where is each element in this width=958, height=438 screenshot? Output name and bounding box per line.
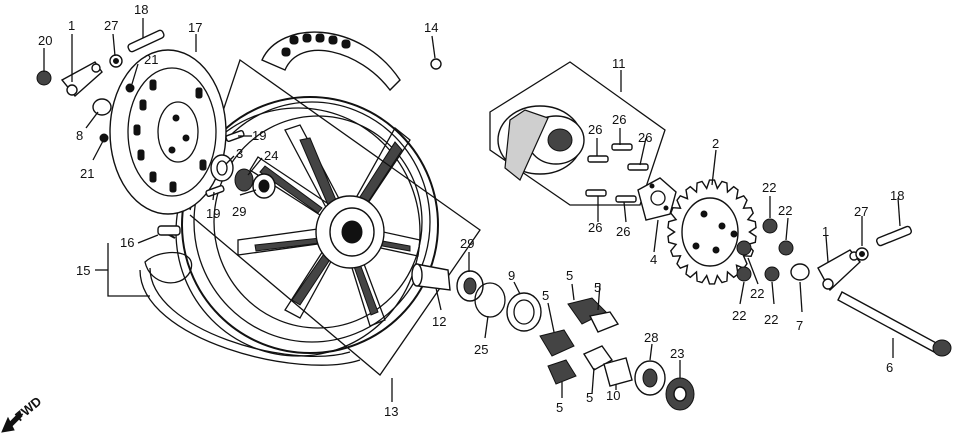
label-part-17: 17 [188, 20, 202, 35]
label-part-5b: 5 [594, 280, 601, 295]
part-labels: 20 1 27 18 17 21 8 21 14 19 3 24 29 19 1… [38, 2, 904, 419]
label-part-7: 7 [796, 318, 803, 333]
label-part-26a: 26 [588, 122, 602, 137]
label-part-26b: 26 [612, 112, 626, 127]
label-part-11: 11 [612, 56, 626, 71]
drive-sprocket [667, 179, 757, 285]
label-part-26d: 26 [588, 220, 602, 235]
label-part-27b: 27 [854, 204, 868, 219]
label-part-25: 25 [474, 342, 488, 357]
label-part-6: 6 [886, 360, 893, 375]
label-part-5c: 5 [542, 288, 549, 303]
label-part-5a: 5 [566, 268, 573, 283]
label-part-18b: 18 [890, 188, 904, 203]
label-part-9: 9 [508, 268, 515, 283]
label-part-16: 16 [120, 235, 134, 250]
rear-axle [837, 291, 952, 357]
left-adjuster-group [36, 29, 442, 143]
label-part-15: 15 [76, 263, 90, 278]
label-part-26c: 26 [638, 130, 652, 145]
label-part-21: 21 [144, 52, 158, 67]
label-part-12: 12 [432, 314, 446, 329]
label-part-22c: 22 [750, 286, 764, 301]
label-part-14: 14 [424, 20, 438, 35]
sprocket-carrier [489, 61, 666, 206]
label-part-29b: 29 [460, 236, 474, 251]
right-adjuster-group [790, 225, 912, 292]
sprocket-nuts [736, 218, 794, 282]
hub-parts-right [411, 263, 695, 411]
label-part-4: 4 [650, 252, 657, 267]
damper-plate [637, 177, 677, 221]
label-part-26e: 26 [616, 224, 630, 239]
label-part-3: 3 [236, 146, 243, 161]
label-part-22d: 22 [732, 308, 746, 323]
label-part-21b: 21 [80, 166, 94, 181]
label-part-24: 24 [264, 148, 278, 163]
label-part-5d: 5 [556, 400, 563, 415]
fwd-label: FWD [12, 394, 44, 425]
label-part-13: 13 [384, 404, 398, 419]
label-part-8: 8 [76, 128, 83, 143]
label-part-22a: 22 [762, 180, 776, 195]
label-part-20: 20 [38, 33, 52, 48]
label-part-29: 29 [232, 204, 246, 219]
hub-bearings-left [205, 129, 276, 199]
label-part-27: 27 [104, 18, 118, 33]
label-part-1: 1 [68, 18, 75, 33]
label-part-10: 10 [606, 388, 620, 403]
leader-lines [43, 18, 901, 402]
tire-tread [261, 31, 401, 92]
brake-disc [109, 49, 227, 215]
label-part-22e: 22 [764, 312, 778, 327]
label-part-23: 23 [670, 346, 684, 361]
label-part-19b: 19 [206, 206, 220, 221]
label-part-18: 18 [134, 2, 148, 17]
label-part-22b: 22 [778, 203, 792, 218]
forward-direction-arrow: FWD [1, 394, 44, 433]
label-part-28: 28 [644, 330, 658, 345]
label-part-5e: 5 [586, 390, 593, 405]
label-part-1b: 1 [822, 224, 829, 239]
label-part-19: 19 [252, 128, 266, 143]
label-part-2: 2 [712, 136, 719, 151]
